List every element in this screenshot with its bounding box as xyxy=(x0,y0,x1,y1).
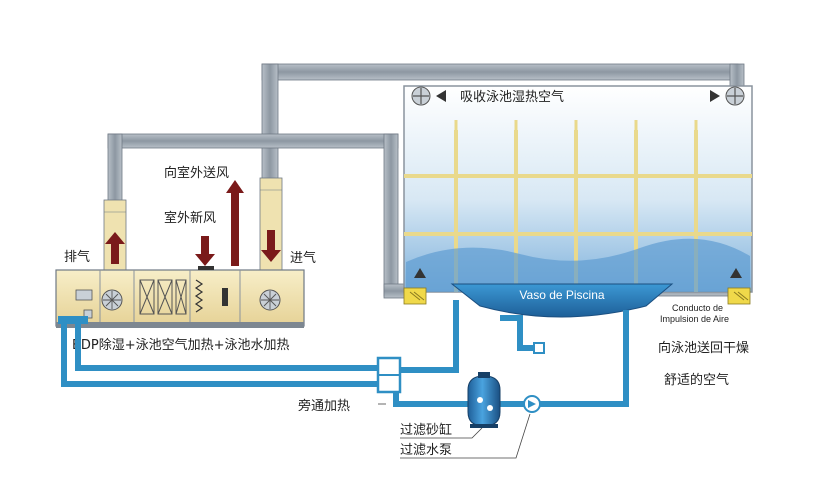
exhaust-label: 排气 xyxy=(64,249,90,265)
up-arrow-icon xyxy=(105,232,125,264)
down-arrow-icon xyxy=(261,230,281,262)
return-air-label-line2: 舒适的空气 xyxy=(664,372,729,388)
intake-fan-right xyxy=(710,86,745,106)
exhaust-outdoor-label: 向室外送风 xyxy=(164,165,229,181)
supply-diffuser-right xyxy=(727,268,751,305)
supply-diffuser-left xyxy=(403,268,427,305)
water-pipes xyxy=(61,300,629,407)
pump-icon xyxy=(523,395,541,413)
sand-filter-label: 过滤砂缸 xyxy=(400,422,452,438)
damper-icon xyxy=(222,288,228,306)
pool-hall: Vaso de Piscina xyxy=(403,85,753,318)
intake-fan-left xyxy=(411,86,446,106)
duct-label-line2: Impulsion de Aire xyxy=(660,314,729,324)
filter-tank-icon xyxy=(467,372,501,428)
up-arrow-icon xyxy=(226,180,244,266)
return-air-label-line1: 向泳池送回干燥 xyxy=(658,340,749,356)
intake-label: 进气 xyxy=(290,250,316,266)
pool-label: Vaso de Piscina xyxy=(519,288,604,302)
bypass-label: 旁通加热 xyxy=(298,398,350,414)
down-arrow-icon xyxy=(195,236,215,270)
fan-icon xyxy=(259,289,281,311)
duct-label-line1: Conducto de xyxy=(672,303,723,313)
valve-icon xyxy=(376,356,402,394)
filter-pump-label: 过滤水泵 xyxy=(400,443,452,458)
filter-icon xyxy=(194,279,204,313)
absorb-air-label: 吸收泳池湿热空气 xyxy=(460,89,564,105)
callout-lines xyxy=(378,403,531,459)
unit-label: BDP除湿+泳池空气加热+泳池水加热 xyxy=(72,337,290,353)
coil-icon xyxy=(139,279,187,315)
fresh-air-label: 室外新风 xyxy=(164,210,216,226)
bdp-unit xyxy=(55,269,305,328)
fan-icon xyxy=(101,289,123,311)
